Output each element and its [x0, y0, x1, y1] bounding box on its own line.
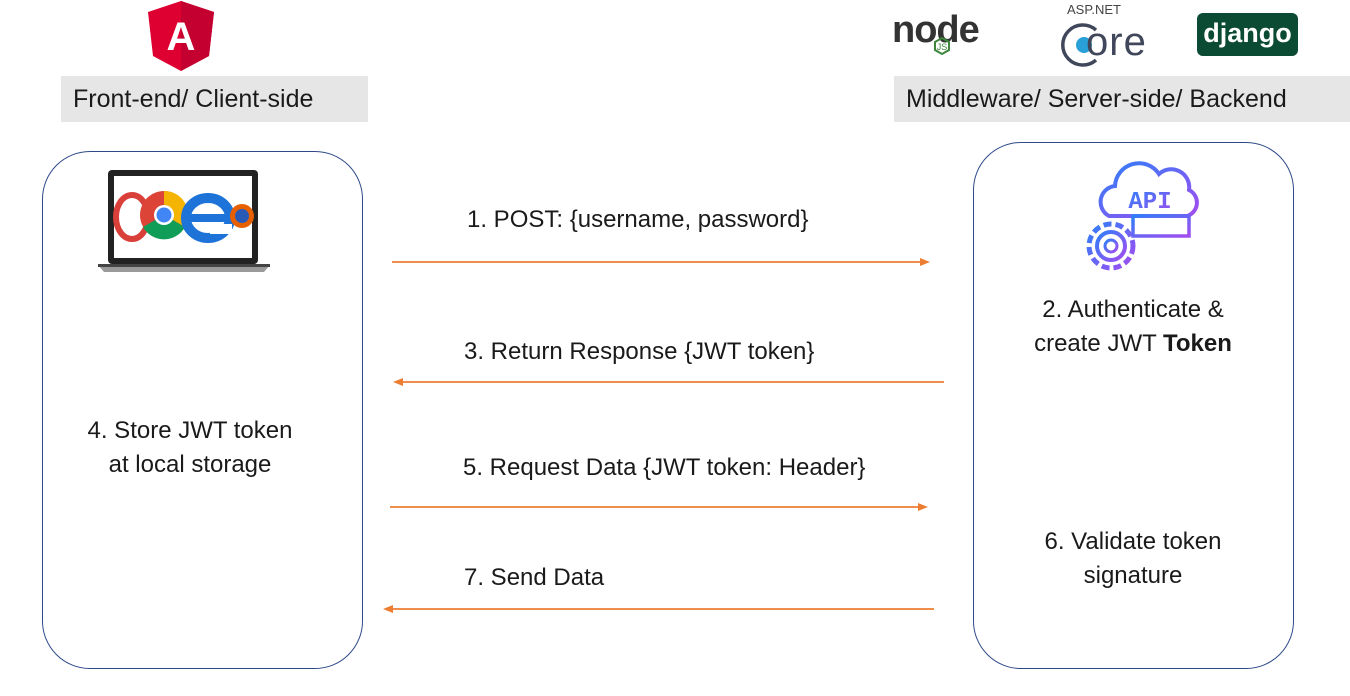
django-logo: django	[1197, 13, 1298, 56]
api-text: API	[1128, 189, 1171, 216]
aspnet-core-text: ore	[1086, 20, 1147, 64]
nodejs-js-text: JS	[937, 42, 948, 52]
nodejs-logo: node JS	[892, 9, 980, 56]
angular-logo: A	[148, 1, 214, 71]
step4-line2: at local storage	[108, 451, 272, 478]
server-side-label: Middleware/ Server-side/ Backend	[894, 76, 1350, 122]
arrow-step3-left	[393, 378, 944, 386]
step4-line1: 4. Store JWT token	[87, 417, 293, 444]
step3-response-label: 3. Return Response {JWT token}	[464, 338, 815, 365]
step4-store-text: 4. Store JWT token at local storage	[50, 414, 330, 482]
angular-letter: A	[167, 15, 196, 59]
step5-request-label: 5. Request Data {JWT token: Header}	[463, 454, 866, 481]
step2-line2-bold: Token	[1163, 330, 1232, 357]
step2-line1: 2. Authenticate &	[1042, 296, 1224, 323]
step6-validate-text: 6. Validate token signature	[990, 525, 1276, 593]
step2-line2: create JWT Token	[990, 327, 1276, 361]
arrow-step7-left	[383, 605, 934, 613]
aspnet-logo-text: ASP.NET	[1067, 2, 1121, 17]
step6-line2: signature	[1083, 562, 1183, 589]
arrow-step1-right	[392, 258, 930, 266]
client-side-label: Front-end/ Client-side	[61, 76, 368, 122]
step7-send-label: 7. Send Data	[464, 564, 605, 591]
api-gear-icon: API	[1086, 161, 1199, 271]
step1-post-label: 1. POST: {username, password}	[467, 206, 809, 233]
laptop-browser-icon	[98, 170, 270, 272]
aspnet-core-ring-icon	[1061, 23, 1098, 67]
step2-line2-prefix: create JWT	[1034, 330, 1163, 357]
arrow-step5-right	[390, 503, 928, 511]
step6-line1: 6. Validate token	[1044, 528, 1222, 555]
step2-authenticate-text: 2. Authenticate & create JWT Token	[990, 293, 1276, 361]
